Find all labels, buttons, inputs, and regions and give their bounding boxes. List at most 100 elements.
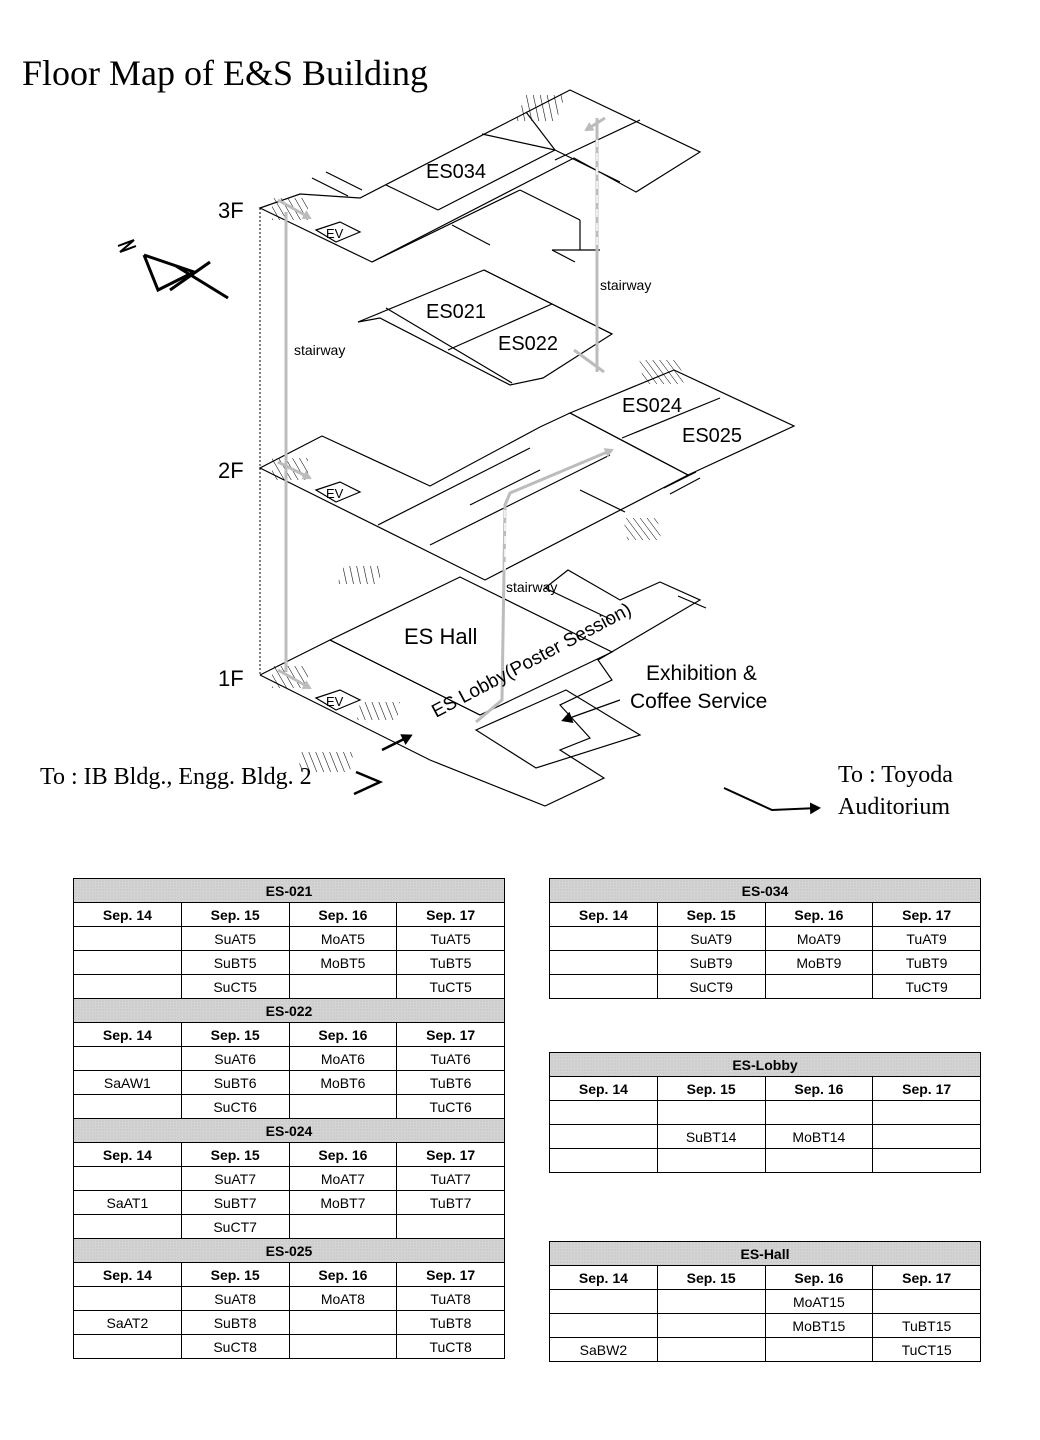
session-cell: SuBT6: [180, 1070, 290, 1095]
stairway-label-1f: stairway: [506, 579, 557, 595]
session-cell: [288, 1214, 398, 1239]
session-cell: SuCT9: [656, 974, 766, 999]
exhibition-label-line2: Coffee Service: [630, 690, 767, 713]
session-cell: SuCT6: [180, 1094, 290, 1119]
session-cell: MoBT9: [764, 950, 874, 975]
session-cell: [549, 1289, 658, 1314]
stairway-label-2f: stairway: [294, 342, 345, 358]
session-cell: [73, 1214, 182, 1239]
session-cell: TuCT8: [396, 1334, 505, 1359]
session-cell: SaBW2: [549, 1337, 658, 1362]
session-cell: TuBT15: [872, 1313, 981, 1338]
table-row: SuCT9 TuCT9: [549, 974, 981, 999]
session-cell: MoAT5: [288, 926, 398, 951]
day-header: Sep. 17: [396, 1022, 505, 1047]
day-header: Sep. 15: [656, 902, 766, 927]
session-cell: [549, 1124, 658, 1149]
day-header: Sep. 16: [764, 1265, 874, 1290]
page-title: Floor Map of E&S Building: [22, 53, 429, 93]
day-header: Sep. 17: [872, 1076, 981, 1101]
session-cell: [872, 1124, 981, 1149]
session-cell: [656, 1313, 766, 1338]
day-header: Sep. 15: [180, 1022, 290, 1047]
session-cell: MoBT6: [288, 1070, 398, 1095]
day-header: Sep. 16: [764, 1076, 874, 1101]
day-header: Sep. 16: [288, 1022, 398, 1047]
compass-north-icon: [117, 239, 229, 300]
room-header: ES-024: [73, 1118, 505, 1143]
session-cell: [764, 1148, 874, 1173]
session-cell: TuBT9: [872, 950, 981, 975]
session-cell: [288, 1094, 398, 1119]
session-cell: TuCT5: [396, 974, 505, 999]
session-cell: SuCT8: [180, 1334, 290, 1359]
session-cell: [656, 1337, 766, 1362]
day-header: Sep. 16: [288, 1262, 398, 1287]
session-cell: TuAT7: [396, 1166, 505, 1191]
session-cell: TuAT9: [872, 926, 981, 951]
session-cell: SuBT5: [180, 950, 290, 975]
room-header: ES-Lobby: [549, 1052, 981, 1077]
session-cell: [549, 974, 658, 999]
session-cell: TuBT7: [396, 1190, 505, 1215]
session-cell: SuCT7: [180, 1214, 290, 1239]
session-cell: [73, 1046, 182, 1071]
room-header: ES-022: [73, 998, 505, 1023]
session-cell: [549, 1148, 658, 1173]
session-cell: MoBT15: [764, 1313, 874, 1338]
session-cell: SaAT1: [73, 1190, 182, 1215]
session-cell: [73, 974, 182, 999]
session-cell: TuAT5: [396, 926, 505, 951]
session-cell: [872, 1289, 981, 1314]
session-cell: MoAT9: [764, 926, 874, 951]
exhibition-area: [474, 689, 642, 769]
floor-2f-upper-wing: [357, 269, 614, 386]
day-header: Sep. 15: [656, 1265, 766, 1290]
exhibition-label-line1: Exhibition &: [646, 662, 757, 685]
day-header: Sep. 17: [396, 902, 505, 927]
session-cell: [764, 974, 874, 999]
day-header: Sep. 15: [180, 1142, 290, 1167]
floor-map: 3F 2F 1F ES034 ES021 ES022 ES024 ES025 E…: [40, 89, 953, 820]
room-es022-label: ES022: [498, 333, 558, 355]
stairway-label-3f: stairway: [600, 277, 651, 293]
session-cell: SuBT9: [656, 950, 766, 975]
table-row: MoAT15: [549, 1289, 981, 1314]
room-header: ES-021: [73, 878, 505, 903]
session-cell: TuBT8: [396, 1310, 505, 1335]
day-header: Sep. 17: [872, 902, 981, 927]
day-header: Sep. 17: [872, 1265, 981, 1290]
day-header: Sep. 16: [288, 902, 398, 927]
session-cell: MoBT5: [288, 950, 398, 975]
to-toyoda-label-line2: Auditorium: [838, 794, 950, 820]
session-cell: MoAT7: [288, 1166, 398, 1191]
session-cell: MoBT7: [288, 1190, 398, 1215]
floor-2f-east-wing: [568, 369, 796, 476]
session-cell: [73, 1286, 182, 1311]
session-cell: [73, 1166, 182, 1191]
session-cell: MoAT15: [764, 1289, 874, 1314]
room-es025-label: ES025: [682, 425, 742, 447]
day-header: Sep. 14: [549, 1076, 658, 1101]
session-cell: [764, 1100, 874, 1125]
session-cell: SuBT7: [180, 1190, 290, 1215]
session-cell: SuAT5: [180, 926, 290, 951]
session-cell: [656, 1100, 766, 1125]
table-row: [549, 1100, 981, 1125]
session-cell: [288, 1310, 398, 1335]
session-cell: [73, 1094, 182, 1119]
floor-label-1f: 1F: [218, 666, 244, 691]
session-cell: SuAT9: [656, 926, 766, 951]
session-cell: [73, 1334, 182, 1359]
session-cell: TuCT15: [872, 1337, 981, 1362]
session-cell: [549, 1100, 658, 1125]
day-header: Sep. 16: [288, 1142, 398, 1167]
session-cell: TuCT9: [872, 974, 981, 999]
